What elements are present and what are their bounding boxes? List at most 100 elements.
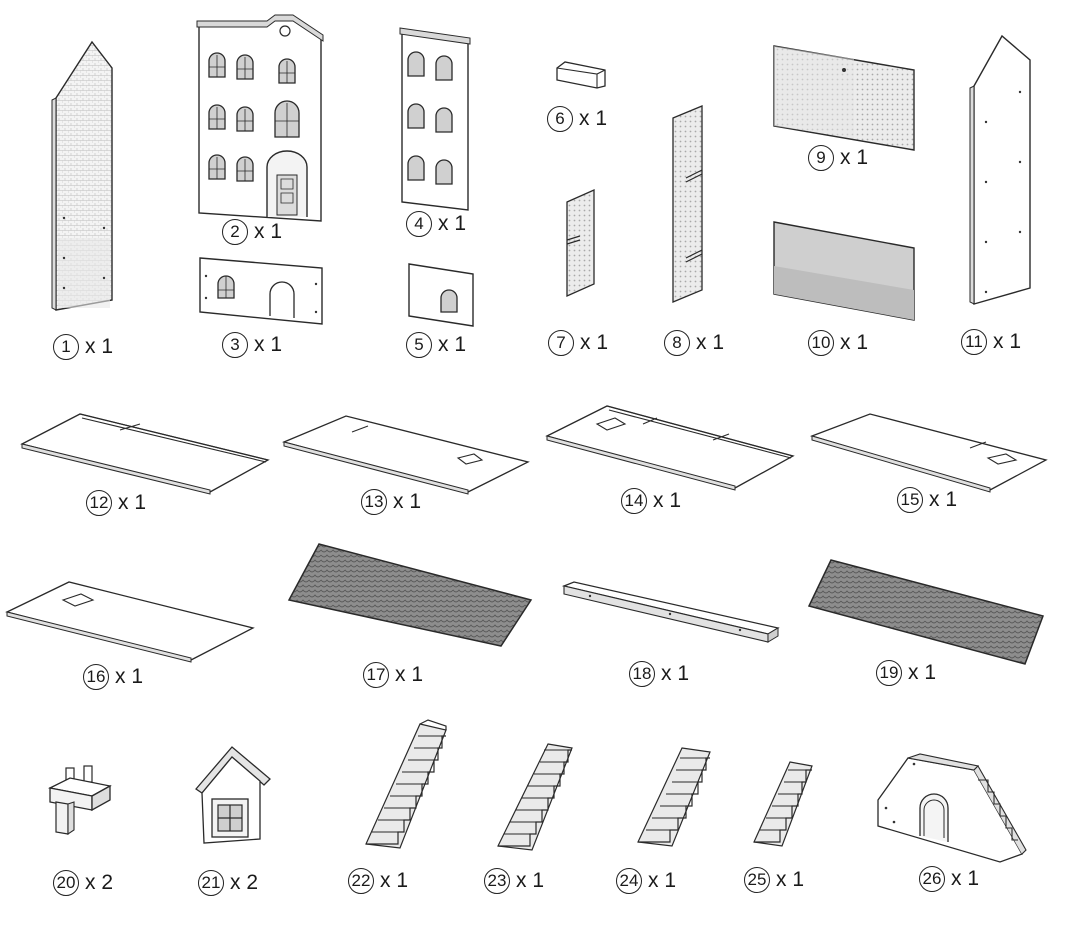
part-18-drawing <box>560 578 782 646</box>
part-5-drawing <box>405 260 477 330</box>
part-number-badge: 2 <box>222 219 248 245</box>
part-4-drawing <box>398 26 473 212</box>
part-10-drawing <box>770 218 918 324</box>
part-label: 9 x 1 <box>808 145 868 171</box>
part-quantity: x 1 <box>254 333 283 356</box>
part-label: 10 x 1 <box>808 330 868 356</box>
part-label: 6 x 1 <box>547 106 607 132</box>
part-quantity: x 1 <box>993 330 1022 353</box>
part-quantity: x 1 <box>840 331 869 354</box>
part-number-badge: 3 <box>222 332 248 358</box>
part-label: 8 x 1 <box>664 330 724 356</box>
part-label: 5 x 1 <box>406 332 466 358</box>
part-quantity: x 1 <box>438 212 467 235</box>
part-3-drawing <box>196 254 328 326</box>
part-label: 11 x 1 <box>961 329 1021 355</box>
part-number-badge: 5 <box>406 332 432 358</box>
part-label: 7 x 1 <box>548 330 608 356</box>
part-label: 13 x 1 <box>361 489 421 515</box>
part-14-drawing <box>545 402 795 492</box>
part-quantity: x 1 <box>254 220 283 243</box>
part-number-badge: 24 <box>616 868 642 894</box>
part-label: 16 x 1 <box>83 664 143 690</box>
part-number-badge: 10 <box>808 330 834 356</box>
part-number-badge: 11 <box>961 329 987 355</box>
part-2-drawing <box>195 14 325 222</box>
part-quantity: x 1 <box>380 869 409 892</box>
part-26-drawing <box>874 752 1027 864</box>
part-1-drawing <box>50 38 120 313</box>
part-quantity: x 1 <box>776 868 805 891</box>
part-number-badge: 7 <box>548 330 574 356</box>
part-12-drawing <box>20 410 270 496</box>
part-quantity: x 1 <box>395 663 424 686</box>
part-quantity: x 1 <box>696 331 725 354</box>
part-label: 12 x 1 <box>86 490 146 516</box>
part-quantity: x 1 <box>648 869 677 892</box>
part-number-badge: 12 <box>86 490 112 516</box>
part-13-drawing <box>282 412 530 496</box>
part-quantity: x 1 <box>438 333 467 356</box>
part-label: 3 x 1 <box>222 332 282 358</box>
part-20-drawing <box>44 762 116 838</box>
part-number-badge: 13 <box>361 489 387 515</box>
part-number-badge: 19 <box>876 660 902 686</box>
part-22-drawing <box>358 716 450 852</box>
part-9-drawing <box>770 42 918 154</box>
part-label: 18 x 1 <box>629 661 689 687</box>
part-number-badge: 9 <box>808 145 834 171</box>
part-quantity: x 1 <box>115 665 144 688</box>
part-16-drawing <box>5 576 255 666</box>
part-24-drawing <box>632 742 714 850</box>
part-number-badge: 15 <box>897 487 923 513</box>
part-15-drawing <box>809 410 1048 496</box>
part-quantity: x 1 <box>579 107 608 130</box>
part-17-drawing <box>285 540 535 650</box>
part-number-badge: 1 <box>53 334 79 360</box>
part-quantity: x 1 <box>929 488 958 511</box>
part-label: 17 x 1 <box>363 662 423 688</box>
part-number-badge: 21 <box>198 870 224 896</box>
part-quantity: x 2 <box>230 871 259 894</box>
part-7-drawing <box>562 188 602 298</box>
part-quantity: x 1 <box>580 331 609 354</box>
part-quantity: x 1 <box>516 869 545 892</box>
part-label: 15 x 1 <box>897 487 957 513</box>
part-quantity: x 1 <box>951 867 980 890</box>
part-number-badge: 6 <box>547 106 573 132</box>
part-quantity: x 1 <box>908 661 937 684</box>
part-number-badge: 25 <box>744 867 770 893</box>
part-quantity: x 1 <box>661 662 690 685</box>
part-quantity: x 2 <box>85 871 114 894</box>
part-number-badge: 8 <box>664 330 690 356</box>
part-label: 14 x 1 <box>621 488 681 514</box>
part-number-badge: 4 <box>406 211 432 237</box>
part-23-drawing <box>492 736 576 854</box>
part-label: 24 x 1 <box>616 868 676 894</box>
part-quantity: x 1 <box>840 146 869 169</box>
part-21-drawing <box>190 743 276 847</box>
part-19-drawing <box>805 556 1045 668</box>
part-label: 2 x 1 <box>222 219 282 245</box>
part-label: 4 x 1 <box>406 211 466 237</box>
part-label: 19 x 1 <box>876 660 936 686</box>
part-quantity: x 1 <box>118 491 147 514</box>
part-quantity: x 1 <box>393 490 422 513</box>
part-number-badge: 22 <box>348 868 374 894</box>
part-quantity: x 1 <box>85 335 114 358</box>
part-11-drawing <box>968 32 1038 308</box>
part-label: 21 x 2 <box>198 870 258 896</box>
part-number-badge: 18 <box>629 661 655 687</box>
part-quantity: x 1 <box>653 489 682 512</box>
part-number-badge: 16 <box>83 664 109 690</box>
part-label: 22 x 1 <box>348 868 408 894</box>
part-8-drawing <box>668 104 708 304</box>
part-number-badge: 17 <box>363 662 389 688</box>
part-25-drawing <box>748 756 816 850</box>
part-number-badge: 14 <box>621 488 647 514</box>
part-6-drawing <box>553 60 609 90</box>
